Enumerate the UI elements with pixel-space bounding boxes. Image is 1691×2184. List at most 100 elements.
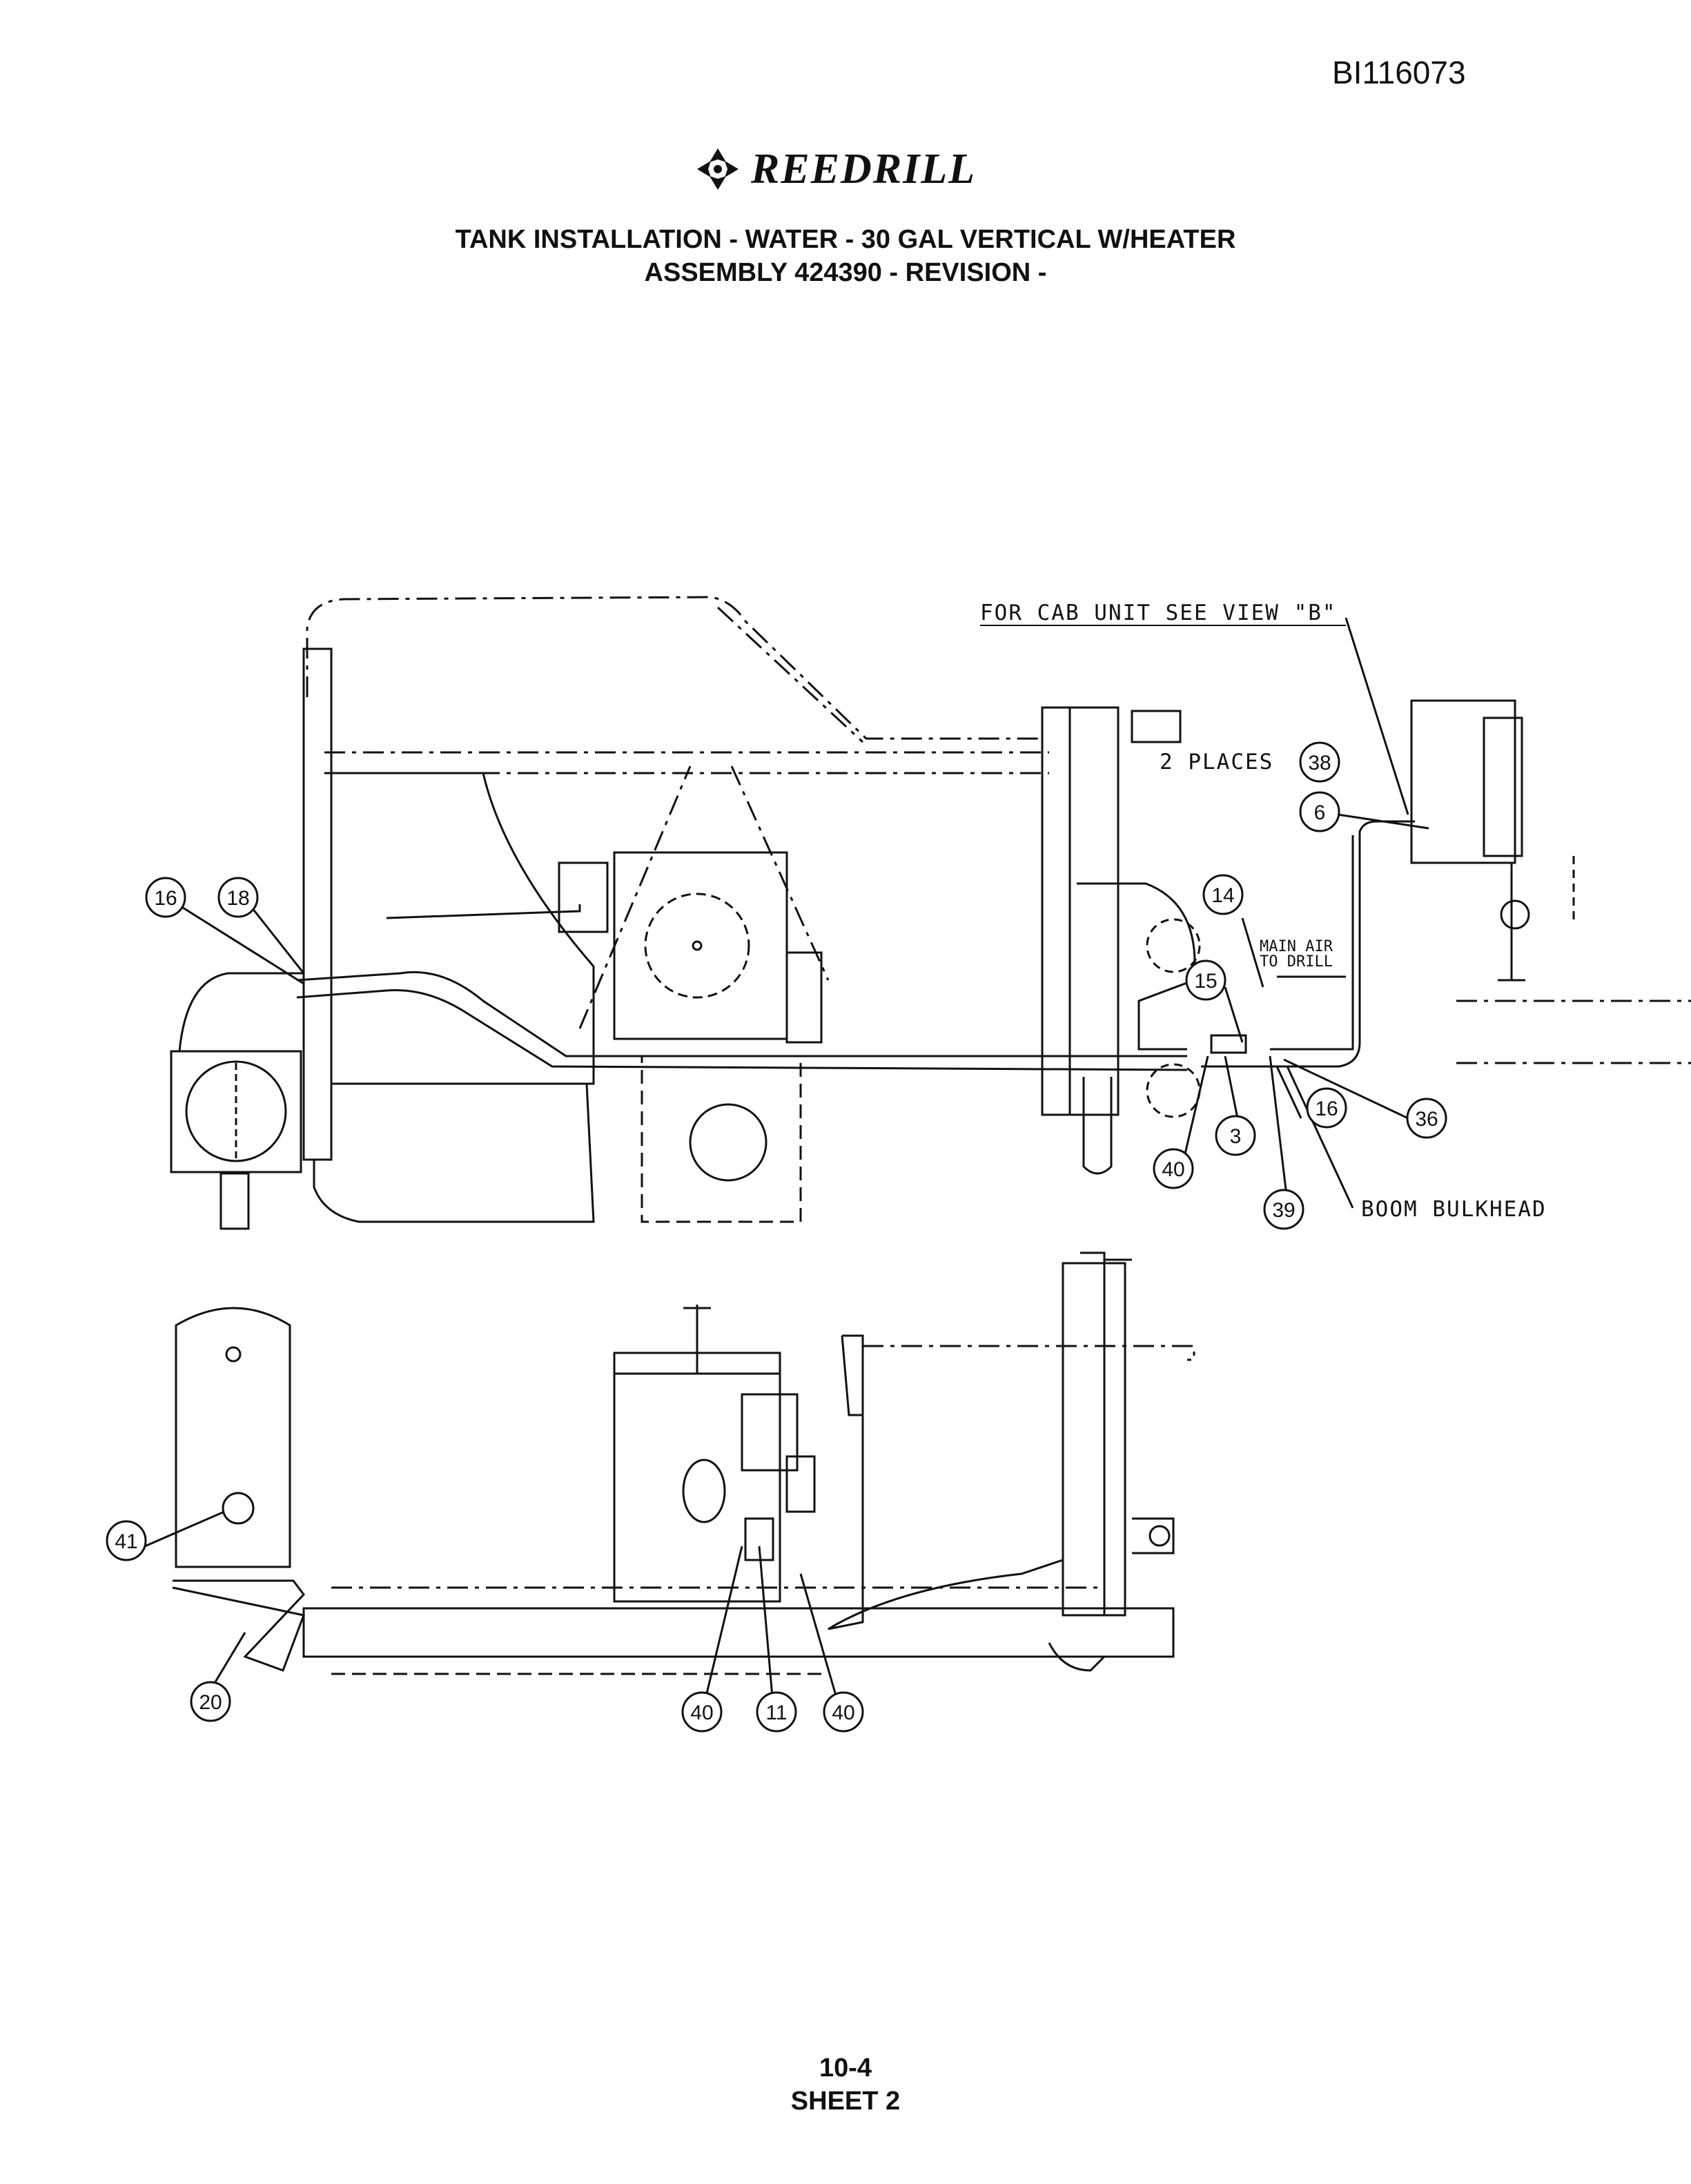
- leader-40b: [703, 1546, 743, 1706]
- callout-38-label: 38: [1308, 752, 1331, 774]
- leader-40a: [1182, 1055, 1209, 1160]
- valve-hub: [692, 940, 703, 951]
- mast-pivot-upper: [1146, 918, 1201, 973]
- note-main-air-2: TO DRILL: [1260, 953, 1333, 971]
- leader-20: [213, 1632, 246, 1685]
- valve-stack: [785, 1455, 816, 1513]
- cab-guard-rail: [716, 606, 864, 743]
- main-air-line-2: [1270, 835, 1354, 1051]
- heater-duct: [178, 972, 304, 1052]
- cross-brace: [578, 766, 830, 1029]
- cab-outline: [306, 596, 1042, 740]
- callout-40c: [823, 1691, 864, 1733]
- callout-16b: [1306, 1087, 1347, 1129]
- leader-16a: [182, 906, 304, 985]
- lower-boom-lug: [1132, 1517, 1175, 1554]
- mast-pivot-lower: [1146, 1063, 1201, 1118]
- callout-15: [1185, 959, 1226, 1001]
- callout-39-label: 39: [1272, 1199, 1295, 1222]
- lower-cross-member: [863, 1345, 1195, 1361]
- callout-38: [1299, 741, 1340, 783]
- note-cab-unit: FOR CAB UNIT SEE VIEW "B": [980, 601, 1337, 625]
- callout-16a-label: 16: [154, 887, 177, 910]
- drawing-title: TANK INSTALLATION - WATER - 30 GAL VERTI…: [455, 225, 1236, 254]
- lower-skid: [1048, 1642, 1106, 1672]
- hose-line-3: [386, 904, 581, 919]
- callout-36: [1406, 1098, 1447, 1139]
- callout-18: [217, 877, 259, 918]
- water-tank: [175, 1307, 291, 1568]
- mast-top-clamp: [1131, 710, 1182, 743]
- heater-valve: [219, 1172, 250, 1230]
- reedrill-logo-icon: [697, 148, 739, 190]
- air-fitting: [1210, 1034, 1247, 1054]
- callout-41: [106, 1520, 147, 1561]
- filter-canister: [741, 1393, 799, 1472]
- mast-bracket: [1077, 882, 1196, 1051]
- leader-16b: [1275, 1066, 1302, 1119]
- callout-16b-label: 16: [1315, 1098, 1338, 1120]
- lower-mast-left: [1062, 1262, 1106, 1617]
- callout-20: [190, 1681, 231, 1722]
- leader-6: [1337, 813, 1429, 830]
- callout-20-label: 20: [199, 1691, 222, 1714]
- leader-36: [1283, 1058, 1409, 1120]
- cab-unit-arm: [1498, 863, 1525, 982]
- tank-drain: [222, 1492, 255, 1525]
- callout-40a: [1153, 1148, 1194, 1189]
- valve-lower-fitting: [744, 1517, 774, 1561]
- mast-leg: [1082, 1077, 1113, 1175]
- lower-wheel: [689, 1103, 768, 1182]
- drawing-subtitle: ASSEMBLY 424390 - REVISION -: [644, 258, 1047, 287]
- lower-frame-rail: [302, 1607, 1175, 1658]
- left-body-lower: [313, 1082, 595, 1223]
- valve-housing: [613, 1352, 781, 1603]
- left-body-outline: [330, 772, 595, 1085]
- lower-mast-cap: [1080, 1251, 1132, 1267]
- main-air-line: [1201, 820, 1415, 1068]
- lower-boom-arm: [828, 1334, 1064, 1630]
- callout-11-label: 11: [765, 1702, 787, 1724]
- valve-riser: [683, 1305, 711, 1374]
- valve-gauge: [682, 1459, 726, 1523]
- tank-gauge: [225, 1346, 242, 1363]
- heater-box: [170, 1050, 302, 1173]
- leader-boom-bulkhead: [1286, 1066, 1354, 1209]
- note-two-places: 2 PLACES: [1160, 750, 1273, 774]
- callout-15-label: 15: [1194, 970, 1217, 993]
- callout-36-label: 36: [1415, 1108, 1438, 1131]
- leader-39: [1269, 1055, 1289, 1202]
- callout-40b-label: 40: [690, 1702, 713, 1724]
- manifold-right: [785, 951, 823, 1044]
- callout-6-label: 6: [1314, 801, 1326, 824]
- cab-unit-frame: [1410, 699, 1516, 864]
- leader-11: [758, 1546, 774, 1706]
- heater-fan: [185, 1060, 287, 1162]
- sheet-number: SHEET 2: [790, 2087, 901, 2116]
- leader-15: [1224, 986, 1244, 1043]
- manifold-left: [558, 861, 609, 933]
- note-main-air-1: MAIN AIR: [1260, 938, 1333, 955]
- callout-16a: [145, 877, 186, 918]
- cab-unit-pulley: [1500, 899, 1530, 930]
- leader-41: [144, 1510, 225, 1548]
- callout-6: [1299, 791, 1340, 832]
- leader-40c: [799, 1573, 840, 1706]
- hose-line-1: [296, 971, 1187, 1057]
- callout-39: [1263, 1189, 1304, 1230]
- callout-11: [756, 1691, 797, 1733]
- valve-dial: [644, 893, 750, 999]
- tank-bracket: [172, 1579, 306, 1672]
- callout-3-label: 3: [1230, 1125, 1242, 1148]
- callout-40c-label: 40: [832, 1702, 854, 1724]
- boom-line: [1456, 1000, 1691, 1064]
- leader-14: [1241, 917, 1264, 988]
- leader-3: [1224, 1055, 1240, 1126]
- mast-left-rail: [1041, 706, 1071, 1116]
- cab-unit-panel: [1483, 716, 1523, 857]
- callout-3: [1215, 1115, 1256, 1156]
- callout-40b: [681, 1691, 723, 1733]
- mast-right-rail: [1068, 706, 1120, 1116]
